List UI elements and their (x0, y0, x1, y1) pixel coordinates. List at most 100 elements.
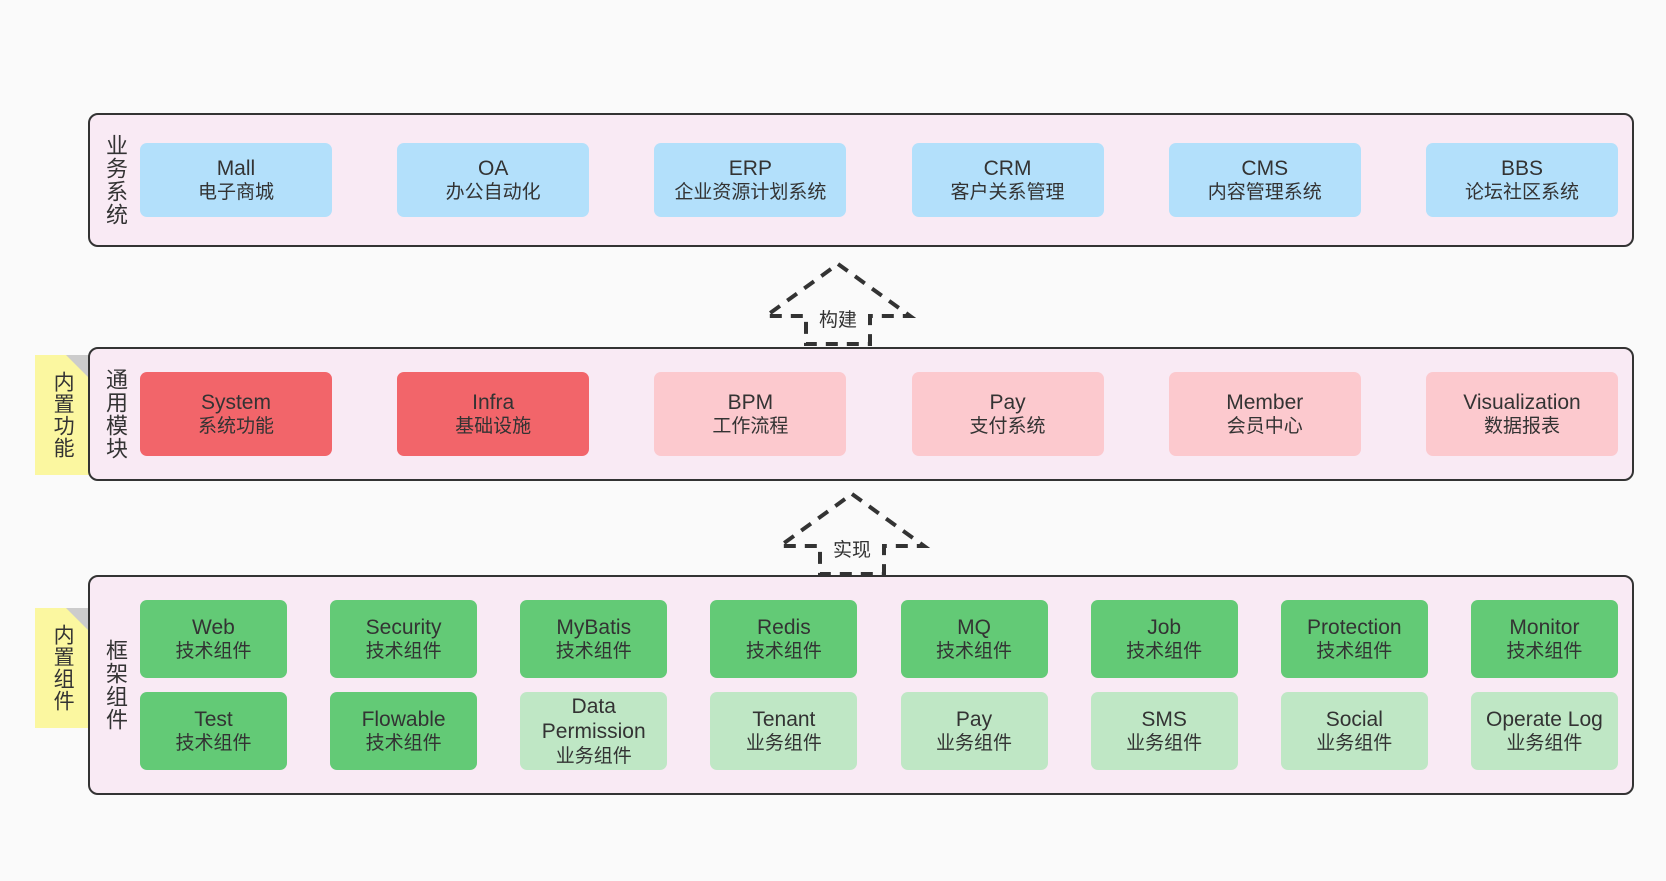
build-arrow-label: 构建 (818, 310, 858, 331)
card-title: Protection (1307, 615, 1402, 639)
card-title: Infra (472, 390, 515, 414)
card-subtitle: 技术组件 (1506, 641, 1583, 663)
card-subtitle: 业务组件 (1316, 733, 1393, 755)
card-subtitle: 业务组件 (745, 733, 822, 755)
card-title: Mall (216, 156, 256, 180)
card-title: MQ (957, 615, 991, 639)
card-subtitle: 客户关系管理 (950, 182, 1065, 204)
card-title: Pay (955, 707, 993, 731)
card-title: Pay (989, 390, 1026, 414)
business-systems-label: 业务系统 (102, 134, 128, 226)
card-title: Social (1325, 707, 1383, 731)
card-subtitle: 数据报表 (1483, 416, 1560, 438)
card-title: Job (1147, 615, 1182, 639)
card-title: Security (365, 615, 442, 639)
card-subtitle: 技术组件 (936, 641, 1013, 663)
sticky-note-builtin-components-label: 内置组件 (51, 624, 75, 712)
card-title: MyBatis (556, 615, 632, 639)
card-subtitle: 系统功能 (197, 416, 274, 438)
card-subtitle: 技术组件 (745, 641, 822, 663)
card-title: Redis (757, 615, 811, 639)
card-subtitle: 电子商城 (197, 182, 274, 204)
card-subtitle: 技术组件 (175, 733, 252, 755)
card-title: Data Permission (541, 694, 646, 744)
card-title: Monitor (1509, 615, 1580, 639)
card-title: BBS (1500, 156, 1543, 180)
card-subtitle: 技术组件 (1316, 641, 1393, 663)
card-subtitle: 技术组件 (365, 733, 442, 755)
implement-arrow: 实现 (772, 488, 932, 580)
card-title: ERP (728, 156, 772, 180)
card-subtitle: 企业资源计划系统 (674, 182, 827, 204)
framework-components-label: 框架组件 (102, 639, 128, 731)
card-subtitle: 工作流程 (712, 416, 789, 438)
card-subtitle: 技术组件 (555, 641, 632, 663)
sticky-note-builtin-functions: 内置功能 (35, 355, 90, 475)
common-modules-label: 通用模块 (102, 368, 128, 460)
sticky-note-builtin-components: 内置组件 (35, 608, 90, 728)
card-title: Visualization (1463, 390, 1581, 414)
card-subtitle: 会员中心 (1226, 416, 1303, 438)
card-title: Member (1226, 390, 1304, 414)
card-subtitle: 技术组件 (365, 641, 442, 663)
card-title: BPM (727, 390, 774, 414)
card-title: CRM (983, 156, 1032, 180)
card-subtitle: 技术组件 (175, 641, 252, 663)
card-title: OA (477, 156, 509, 180)
card-title: CMS (1241, 156, 1289, 180)
sticky-note-builtin-functions-label: 内置功能 (51, 371, 75, 459)
implement-arrow-label: 实现 (832, 540, 872, 561)
card-subtitle: 业务组件 (1506, 733, 1583, 755)
card-subtitle: 基础设施 (455, 416, 532, 438)
card-subtitle: 业务组件 (1126, 733, 1203, 755)
card-title: Test (194, 707, 233, 731)
card-subtitle: 业务组件 (555, 746, 632, 768)
card-title: Tenant (752, 707, 816, 731)
card-subtitle: 技术组件 (1126, 641, 1203, 663)
card-title: Flowable (361, 707, 446, 731)
card-subtitle: 业务组件 (936, 733, 1013, 755)
card-subtitle: 支付系统 (969, 416, 1046, 438)
build-arrow: 构建 (758, 258, 918, 350)
card-title: Operate Log (1486, 707, 1603, 731)
card-subtitle: 论坛社区系统 (1464, 182, 1579, 204)
card-subtitle: 办公自动化 (445, 182, 541, 204)
card-title: Web (192, 615, 235, 639)
